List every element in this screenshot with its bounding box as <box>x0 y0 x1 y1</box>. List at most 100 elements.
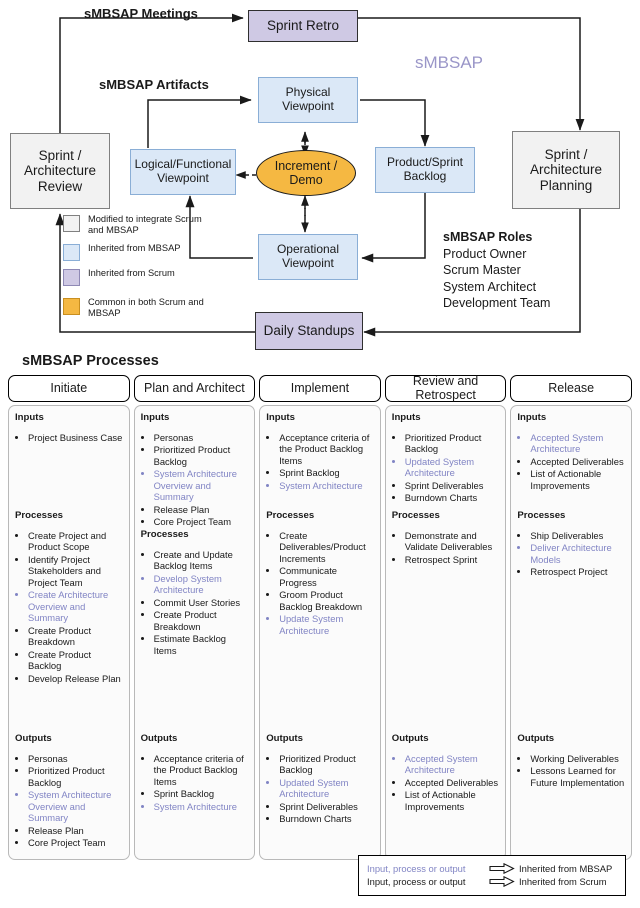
process-header-plan-and-architect[interactable]: Plan and Architect <box>133 375 256 402</box>
list-item: Create and Update Backlog Items <box>154 549 250 572</box>
processes-list: Demonstrate and Validate Deliverables Re… <box>394 530 501 565</box>
process-column-review-and-retrospect: Review and Retrospect Inputs Prioritized… <box>384 375 507 860</box>
node-sprint-architecture-review[interactable]: Sprint / Architecture Review <box>10 133 110 209</box>
list-item: Sprint Backlog <box>154 788 250 799</box>
inputs-section: Inputs Acceptance criteria of the Produc… <box>266 412 375 510</box>
legend-swatch-modified <box>63 215 80 232</box>
legend-swatch-mbsap <box>63 244 80 262</box>
processes-section: Processes Create and Update Backlog Item… <box>141 529 250 733</box>
list-item: System Architecture Overview and Summary <box>154 468 250 502</box>
node-physical-viewpoint[interactable]: Physical Viewpoint <box>258 77 358 123</box>
outputs-section: Outputs Working Deliverables Lessons Lea… <box>517 733 626 853</box>
inputs-title: Inputs <box>517 412 547 423</box>
legend-row: Inherited from MBSAP <box>63 243 208 262</box>
list-item: Sprint Backlog <box>279 467 375 478</box>
list-item: Retrospect Project <box>530 566 626 577</box>
node-sprint-retro[interactable]: Sprint Retro <box>248 10 358 42</box>
list-item: Sprint Deliverables <box>405 480 501 491</box>
arrow-legend-row-scrum: Input, process or output Inherited from … <box>367 876 617 887</box>
processes-list: Create Project and Product Scope Identif… <box>17 530 124 684</box>
list-item: Create Deliverables/Product Increments <box>279 530 375 564</box>
label-smbsap-meetings: sMBSAP Meetings <box>84 6 198 21</box>
processes-title: Processes <box>140 528 189 540</box>
list-item: Accepted System Architecture <box>405 753 501 776</box>
arrow-legend-left-label: Input, process or output <box>367 876 466 887</box>
processes-section: Processes Ship Deliverables Deliver Arch… <box>517 510 626 733</box>
arrow-legend-right-label: Inherited from MBSAP <box>519 863 613 874</box>
legend-swatch-scrum <box>63 269 80 287</box>
node-operational-viewpoint[interactable]: Operational Viewpoint <box>258 234 358 280</box>
inputs-section: Inputs Personas Prioritized Product Back… <box>141 412 250 529</box>
list-item: Personas <box>28 753 124 764</box>
inputs-title: Inputs <box>266 412 295 423</box>
process-column-release: Release Inputs Accepted System Architect… <box>510 375 632 860</box>
block-arrow-icon <box>489 876 519 887</box>
processes-list: Create Deliverables/Product Increments C… <box>268 530 375 636</box>
list-item: Communicate Progress <box>279 565 375 588</box>
arrow-legend-left-label: Input, process or output <box>367 863 466 874</box>
outputs-title: Outputs <box>391 733 429 744</box>
list-item: Release Plan <box>28 825 124 836</box>
node-daily-standups[interactable]: Daily Standups <box>255 312 363 350</box>
role-item: Product Owner <box>443 246 527 261</box>
list-item: Updated System Architecture <box>405 456 501 479</box>
process-header-implement[interactable]: Implement <box>259 375 381 402</box>
inputs-section: Inputs Accepted System Architecture Acce… <box>517 412 626 510</box>
process-header-initiate[interactable]: Initiate <box>8 375 130 402</box>
process-header-release[interactable]: Release <box>510 375 632 402</box>
outputs-section: Outputs Acceptance criteria of the Produ… <box>141 733 250 853</box>
processes-section: Processes Create Project and Product Sco… <box>15 510 124 733</box>
inputs-title: Inputs <box>140 412 170 423</box>
list-item: Prioritized Product Backlog <box>405 432 501 455</box>
outputs-list: Personas Prioritized Product Backlog Sys… <box>17 753 124 849</box>
node-increment-demo[interactable]: Increment / Demo <box>256 150 356 196</box>
processes-section: Processes Demonstrate and Validate Deliv… <box>392 510 501 733</box>
list-item: Estimate Backlog Items <box>154 633 250 656</box>
node-sprint-architecture-planning[interactable]: Sprint / Architecture Planning <box>512 131 620 209</box>
inputs-list: Project Business Case <box>17 432 124 443</box>
list-item: Accepted System Architecture <box>530 432 626 455</box>
process-column-implement: Implement Inputs Acceptance criteria of … <box>259 375 381 860</box>
block-arrow-icon <box>489 863 519 874</box>
list-item: Acceptance criteria of the Product Backl… <box>154 753 250 787</box>
list-item: Prioritized Product Backlog <box>28 765 124 788</box>
inputs-list: Acceptance criteria of the Product Backl… <box>268 432 375 491</box>
list-item: Create Product Breakdown <box>154 609 250 632</box>
process-body-release: Inputs Accepted System Architecture Acce… <box>510 405 632 860</box>
legend-row: Modified to integrate Scrum and MBSAP <box>63 214 208 236</box>
inputs-list: Personas Prioritized Product Backlog Sys… <box>143 432 250 528</box>
outputs-title: Outputs <box>15 733 52 744</box>
list-item: Accepted Deliverables <box>405 777 501 788</box>
label-smbsap-artifacts: sMBSAP Artifacts <box>99 77 209 92</box>
outputs-section: Outputs Personas Prioritized Product Bac… <box>15 733 124 853</box>
smbsap-roles-block: sMBSAP Roles Product Owner Scrum Master … <box>443 229 550 312</box>
outputs-section: Outputs Prioritized Product Backlog Upda… <box>266 733 375 853</box>
label-smbsap-watermark: sMBSAP <box>415 53 484 72</box>
list-item: Accepted Deliverables <box>530 456 626 467</box>
arrow-legend-row-mbsap: Input, process or output Inherited from … <box>367 863 617 874</box>
outputs-list: Acceptance criteria of the Product Backl… <box>143 753 250 812</box>
list-item: Identify Project Stakeholders and Projec… <box>28 554 124 588</box>
list-item: Retrospect Sprint <box>405 554 501 565</box>
process-body-implement: Inputs Acceptance criteria of the Produc… <box>259 405 381 860</box>
process-header-review-and-retrospect[interactable]: Review and Retrospect <box>384 375 507 402</box>
list-item: Deliver Architecture Models <box>530 542 626 565</box>
outputs-title: Outputs <box>140 733 178 744</box>
processes-list: Ship Deliverables Deliver Architecture M… <box>519 530 626 578</box>
list-item: Create Product Backlog <box>28 649 124 672</box>
list-item: System Architecture Overview and Summary <box>28 789 124 823</box>
node-logical-functional-viewpoint[interactable]: Logical/Functional Viewpoint <box>130 149 236 195</box>
list-item: Burndown Charts <box>405 492 501 503</box>
legend-swatch-common <box>63 298 80 316</box>
list-item: Core Project Team <box>28 837 124 848</box>
list-item: Working Deliverables <box>530 753 626 764</box>
role-item: System Architect <box>443 279 537 294</box>
processes-grid: Initiate Inputs Project Business Case Pr… <box>8 375 632 860</box>
role-item: Development Team <box>443 296 551 310</box>
legend-row: Inherited from Scrum <box>63 268 208 287</box>
processes-section: Processes Create Deliverables/Product In… <box>266 510 375 733</box>
node-product-sprint-backlog[interactable]: Product/Sprint Backlog <box>375 147 475 193</box>
legend-label: Common in both Scrum and MBSAP <box>88 297 204 319</box>
list-item: Updated System Architecture <box>279 777 375 800</box>
